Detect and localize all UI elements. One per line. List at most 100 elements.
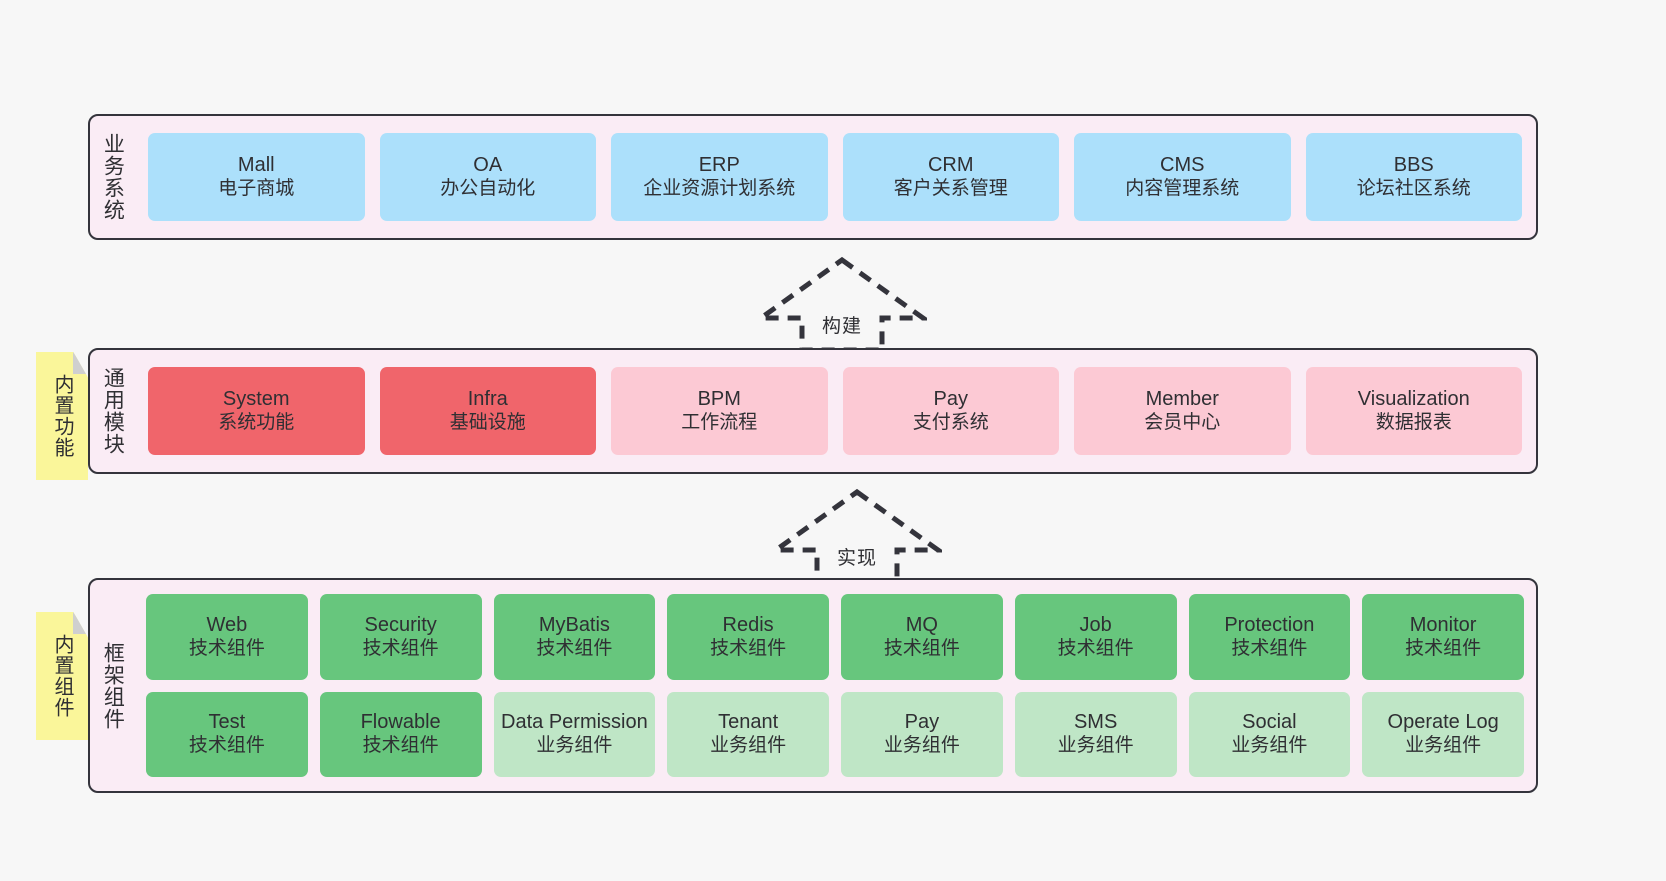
card-monitor[interactable]: Monitor 技术组件 [1362,594,1524,680]
card-subtitle: 业务组件 [1057,735,1134,757]
card-subtitle: 电子商城 [218,178,295,200]
card-title: ERP [698,153,740,176]
card-subtitle: 技术组件 [362,735,439,757]
card-title: Redis [722,613,774,636]
card-title: Pay [904,711,940,734]
card-subtitle: 技术组件 [188,735,265,757]
card-subtitle: 支付系统 [912,412,989,434]
note-builtin-components: 内置组件 [36,612,88,740]
card-title: Visualization [1357,387,1470,410]
card-security[interactable]: Security 技术组件 [319,594,482,680]
card-redis[interactable]: Redis 技术组件 [667,594,829,680]
card-title: BPM [697,387,741,410]
arrow-build-shape [757,256,927,352]
card-member[interactable]: Member 会员中心 [1074,367,1291,455]
card-subtitle: 客户关系管理 [893,178,1008,200]
card-title: MQ [905,613,938,636]
card-social[interactable]: Social 业务组件 [1188,691,1351,777]
card-title: CRM [927,153,974,176]
layer-modules-cards: System 系统功能 Infra 基础设施 BPM 工作流程 Pay 支付系统… [134,350,1536,472]
card-erp[interactable]: ERP 企业资源计划系统 [611,133,828,221]
card-subtitle: 业务组件 [883,735,960,757]
arrow-implement-shape [772,488,942,584]
card-title: SMS [1073,711,1118,734]
card-mybatis[interactable]: MyBatis 技术组件 [493,594,656,680]
note-label: 内置组件 [51,634,73,718]
card-title: Infra [467,387,508,410]
card-tenant[interactable]: Tenant 业务组件 [667,691,829,777]
card-job[interactable]: Job 技术组件 [1014,594,1177,680]
card-subtitle: 工作流程 [681,412,758,434]
card-subtitle: 技术组件 [536,637,613,659]
card-system[interactable]: System 系统功能 [148,367,365,455]
card-subtitle: 技术组件 [1231,637,1308,659]
card-title: System [222,387,290,410]
card-oa[interactable]: OA 办公自动化 [379,133,596,221]
card-subtitle: 内容管理系统 [1125,178,1240,200]
card-operate-log[interactable]: Operate Log 业务组件 [1362,691,1524,777]
card-subtitle: 技术组件 [710,637,787,659]
card-title: Monitor [1409,613,1477,636]
card-title: Test [208,711,246,734]
card-pay-business[interactable]: Pay 业务组件 [841,691,1003,777]
note-builtin-functions: 内置功能 [36,352,88,480]
card-title: MyBatis [538,613,610,636]
card-visualization[interactable]: Visualization 数据报表 [1305,367,1522,455]
card-subtitle: 技术组件 [362,637,439,659]
layer-framework-cards: Web 技术组件 Security 技术组件 MyBatis 技术组件 Redi… [134,580,1536,791]
card-subtitle: 数据报表 [1375,412,1452,434]
card-title: Flowable [360,711,441,734]
card-subtitle: 论坛社区系统 [1356,178,1471,200]
arrow-build: 构建 [757,256,927,352]
card-title: Pay [933,387,968,410]
card-crm[interactable]: CRM 客户关系管理 [842,133,1059,221]
note-fold-corner-icon [73,612,88,634]
card-bpm[interactable]: BPM 工作流程 [611,367,828,455]
card-title: BBS [1393,153,1434,176]
card-title: Social [1242,711,1297,734]
arrow-build-label: 构建 [821,316,862,337]
card-subtitle: 技术组件 [1057,637,1134,659]
card-bbs[interactable]: BBS 论坛社区系统 [1305,133,1522,221]
layer-framework-title: 框架组件 [101,641,125,730]
card-pay[interactable]: Pay 支付系统 [842,367,1059,455]
card-title: Data Permission [501,711,648,734]
card-mall[interactable]: Mall 电子商城 [148,133,365,221]
arrow-implement-label: 实现 [836,548,877,569]
card-title: Web [206,613,248,636]
card-title: Member [1145,387,1219,410]
card-infra[interactable]: Infra 基础设施 [379,367,596,455]
card-data-permission[interactable]: Data Permission 业务组件 [493,691,656,777]
card-mq[interactable]: MQ 技术组件 [841,594,1003,680]
framework-row-technical: Web 技术组件 Security 技术组件 MyBatis 技术组件 Redi… [146,594,1524,680]
card-subtitle: 技术组件 [883,637,960,659]
layer-common-modules: 通用模块 System 系统功能 Infra 基础设施 BPM 工作流程 Pay… [88,348,1538,474]
card-protection[interactable]: Protection 技术组件 [1188,594,1351,680]
card-subtitle: 业务组件 [1405,735,1482,757]
card-cms[interactable]: CMS 内容管理系统 [1074,133,1291,221]
card-title: Security [364,613,437,636]
card-subtitle: 办公自动化 [440,178,536,200]
card-subtitle: 技术组件 [188,637,265,659]
arrow-implement: 实现 [772,488,942,584]
card-title: Tenant [718,711,779,734]
framework-row-business: Test 技术组件 Flowable 技术组件 Data Permission … [146,691,1524,777]
card-subtitle: 业务组件 [1231,735,1308,757]
card-title: OA [473,153,503,176]
layer-modules-title: 通用模块 [101,367,125,455]
card-subtitle: 会员中心 [1144,412,1221,434]
card-subtitle: 技术组件 [1405,637,1482,659]
card-test[interactable]: Test 技术组件 [146,691,308,777]
card-subtitle: 业务组件 [710,735,787,757]
card-subtitle: 基础设施 [449,412,526,434]
card-sms[interactable]: SMS 业务组件 [1014,691,1177,777]
card-subtitle: 系统功能 [218,412,295,434]
card-flowable[interactable]: Flowable 技术组件 [319,691,482,777]
card-title: CMS [1160,153,1205,176]
layer-business-systems: 业务系统 Mall 电子商城 OA 办公自动化 ERP 企业资源计划系统 CRM… [88,114,1538,240]
card-web[interactable]: Web 技术组件 [146,594,308,680]
card-subtitle: 企业资源计划系统 [643,178,796,200]
layer-business-title: 业务系统 [101,133,125,221]
layer-framework-components: 框架组件 Web 技术组件 Security 技术组件 MyBatis 技术组件… [88,578,1538,793]
